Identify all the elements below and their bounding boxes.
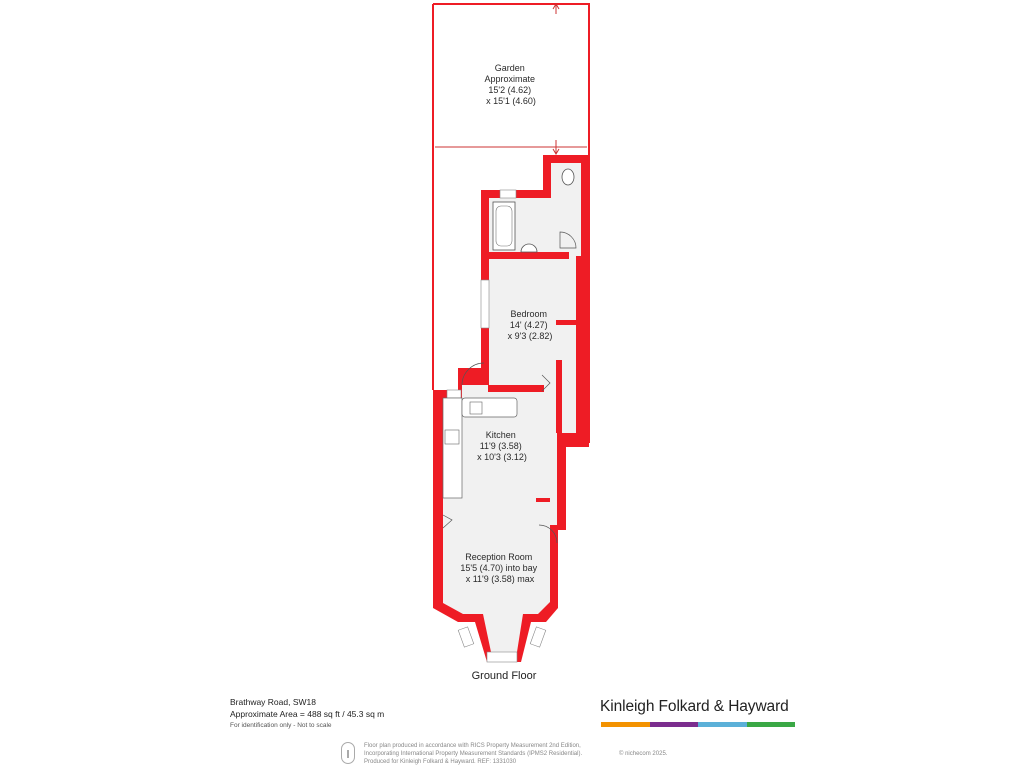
footer-line-1: Floor plan produced in accordance with R… — [364, 743, 581, 749]
door-swing-reception — [538, 524, 558, 544]
window-kitchen — [446, 389, 462, 399]
window-bay-right — [529, 626, 547, 648]
info-icon — [341, 742, 355, 764]
door-swing-cupboard — [541, 374, 551, 392]
window-bay-left — [457, 626, 475, 648]
cupboard-wall-2 — [556, 320, 576, 325]
brand-bar-blue — [698, 722, 747, 727]
reception-label: Reception Room 15'5 (4.70) into bay x 11… — [460, 552, 539, 584]
bath-icon — [492, 201, 516, 251]
reception-wall-right — [536, 498, 550, 502]
sink-icon — [469, 401, 483, 415]
window-bay-front — [486, 651, 518, 663]
window-bedroom — [480, 279, 490, 329]
door-swing-bathroom — [559, 231, 577, 249]
brand-name: Kinleigh Folkard & Hayward — [600, 698, 789, 715]
brand-bar-green — [746, 722, 795, 727]
door-swing-cupboard-2 — [442, 514, 453, 529]
kitchen-worktop — [442, 397, 463, 499]
brand-color-bar — [601, 722, 795, 727]
door-swing-bedroom — [461, 362, 485, 386]
cupboard-wall — [556, 360, 562, 433]
address-block: Brathway Road, SW18 Approximate Area = 4… — [230, 696, 384, 732]
kitchen-label: Kitchen 11'9 (3.58) x 10'3 (3.12) — [477, 430, 527, 462]
toilet-icon — [561, 168, 575, 186]
basin-icon — [520, 243, 538, 253]
address-line: Brathway Road, SW18 — [230, 697, 316, 707]
disclaimer-line: For identification only - Not to scale — [230, 722, 332, 729]
brand-bar-orange — [601, 722, 650, 727]
garden-arrow-top — [552, 3, 560, 14]
copyright-text: © nichecom 2025. — [619, 751, 668, 757]
bedroom-label: Bedroom 14' (4.27) x 9'3 (2.82) — [508, 309, 553, 341]
brand-bar-purple — [649, 722, 698, 727]
bathroom-wall — [489, 252, 569, 259]
bedroom-kitchen-wall — [488, 385, 544, 392]
window-bathroom — [499, 189, 517, 199]
footer-line-2: Incorporating International Property Mea… — [364, 751, 583, 757]
area-line: Approximate Area = 488 sq ft / 45.3 sq m — [230, 709, 385, 719]
bath-inner — [495, 205, 513, 247]
footer-text: Floor plan produced in accordance with R… — [364, 742, 668, 766]
footer-line-3: Produced for Kinleigh Folkard & Hayward.… — [364, 759, 517, 765]
garden-label: Garden Approximate 15'2 (4.62) x 15'1 (4… — [484, 63, 537, 106]
bathroom-side-wall — [543, 163, 551, 191]
hob-icon — [444, 429, 460, 445]
garden-arrow-mid — [552, 140, 560, 155]
floor-label: Ground Floor — [471, 670, 537, 682]
